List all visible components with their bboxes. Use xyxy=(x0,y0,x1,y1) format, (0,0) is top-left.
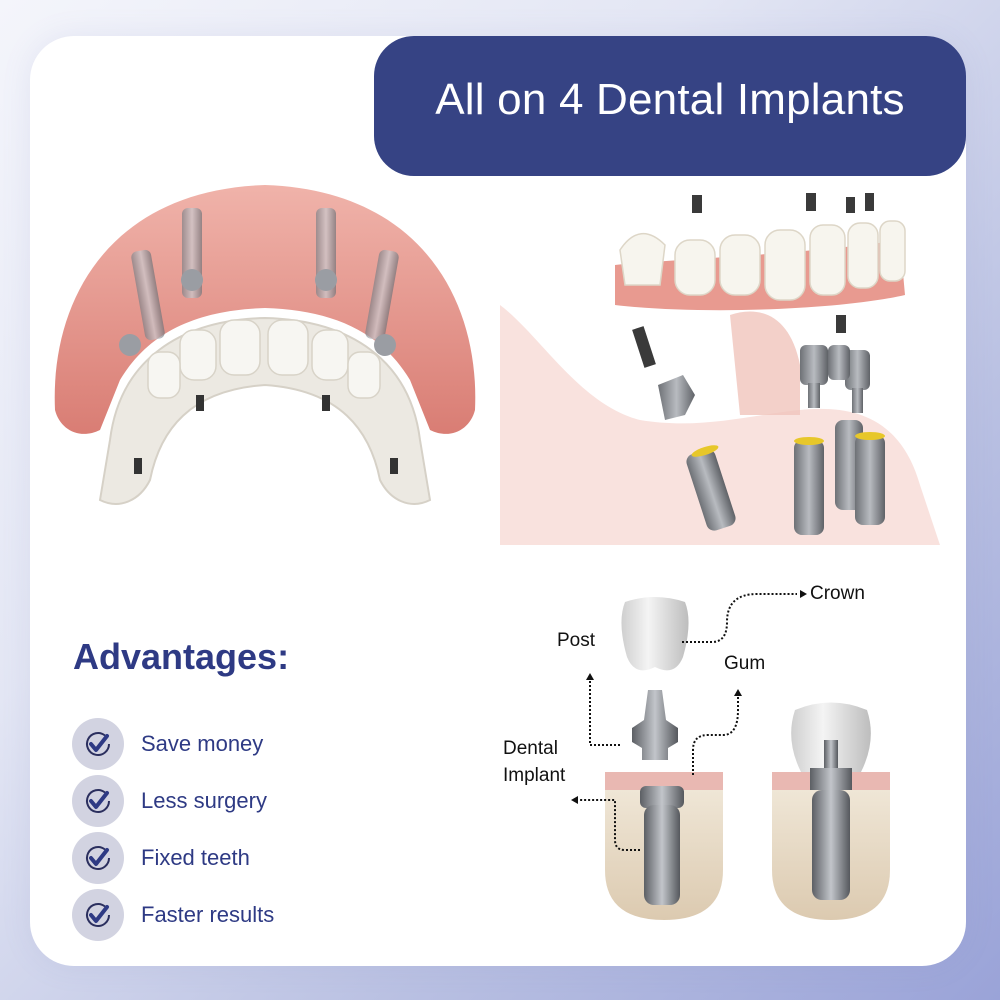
gum-label: Gum xyxy=(724,653,766,674)
check-circle-icon xyxy=(72,717,124,770)
dental-implant-label-line1: Dental xyxy=(503,738,558,759)
advantage-label: Faster results xyxy=(141,901,275,927)
title-banner: All on 4 Dental Implants xyxy=(374,36,966,176)
check-circle-icon xyxy=(72,831,124,884)
implant-anatomy-diagram xyxy=(571,590,890,920)
advantage-item: Less surgery xyxy=(72,772,274,829)
advantage-item: Save money xyxy=(72,715,274,772)
post-label: Post xyxy=(557,630,596,651)
advantage-label: Fixed teeth xyxy=(141,844,250,870)
advantage-label: Less surgery xyxy=(141,787,267,813)
advantage-item: Fixed teeth xyxy=(72,829,274,886)
dental-implant-label: Dental Implant xyxy=(503,735,565,789)
upper-jaw-implant-bridge-illustration xyxy=(54,185,476,505)
check-circle-icon xyxy=(72,774,124,827)
advantage-item: Faster results xyxy=(72,886,274,943)
crown-label: Crown xyxy=(810,583,865,604)
advantages-title: Advantages: xyxy=(73,636,290,677)
dental-implant-label-line2: Implant xyxy=(503,765,566,786)
check-circle-icon xyxy=(72,888,124,941)
lower-jaw-implant-exploded-illustration xyxy=(500,193,940,545)
advantage-label: Save money xyxy=(141,730,264,756)
page-title: All on 4 Dental Implants xyxy=(435,75,905,124)
advantages-list: Save money Less surgery Fixed teeth Fast… xyxy=(72,715,274,943)
